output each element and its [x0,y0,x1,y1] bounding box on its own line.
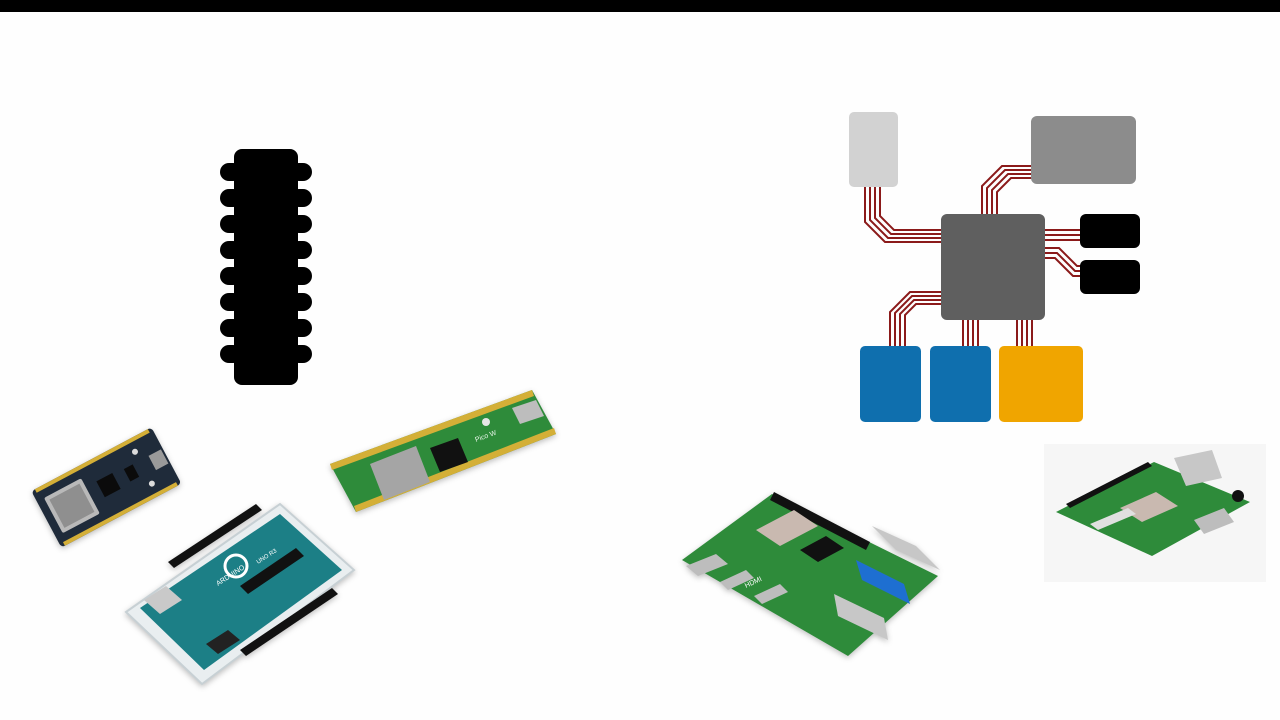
peripheral-black-top [1080,214,1140,248]
circuit-traces [864,165,1081,347]
top-letterbox-bar [0,0,1280,12]
peripheral-black-bottom [1080,260,1140,294]
arduino-uno-board-icon: ARDUINO UNO R3 [124,502,356,686]
diagram-canvas: ARDUINO UNO R3 Pico W HDMI [0,12,1280,720]
raspberry-pi-3a-board-icon [1044,444,1266,582]
system-on-chip-diagram-icon [849,112,1140,422]
raspberry-pi-4-board-icon: HDMI [682,492,940,656]
dip-chip-icon [220,149,312,385]
peripheral-orange [999,346,1083,422]
chip-body [234,149,298,385]
soc-core-block [941,214,1045,320]
raspberry-pi-pico-board-icon: Pico W [330,390,556,512]
peripheral-mid-gray [1031,116,1136,184]
peripheral-blue-left [860,346,921,422]
esp32-devkit-board-icon [32,428,180,547]
peripheral-light-gray [849,112,898,187]
peripheral-blue-middle [930,346,991,422]
